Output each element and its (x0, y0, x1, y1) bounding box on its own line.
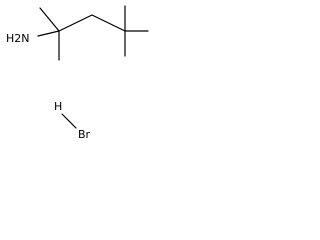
bromine-label: Br (78, 128, 91, 141)
structure-svg: H2N H Br (6, 5, 149, 141)
bond-ch2-to-c4 (91, 14, 126, 32)
hydrogen-label: H (54, 100, 62, 113)
bond-quaternary-c2-to-ch2 (58, 14, 93, 32)
bond-lines (37, 5, 149, 129)
chemical-structure-diagram: H2N H Br (0, 0, 164, 150)
bond-methyl-top-left (39, 7, 60, 32)
amine-label: H2N (6, 32, 30, 45)
bond-c2-to-amine (37, 30, 60, 37)
bond-h-to-br (61, 113, 77, 129)
